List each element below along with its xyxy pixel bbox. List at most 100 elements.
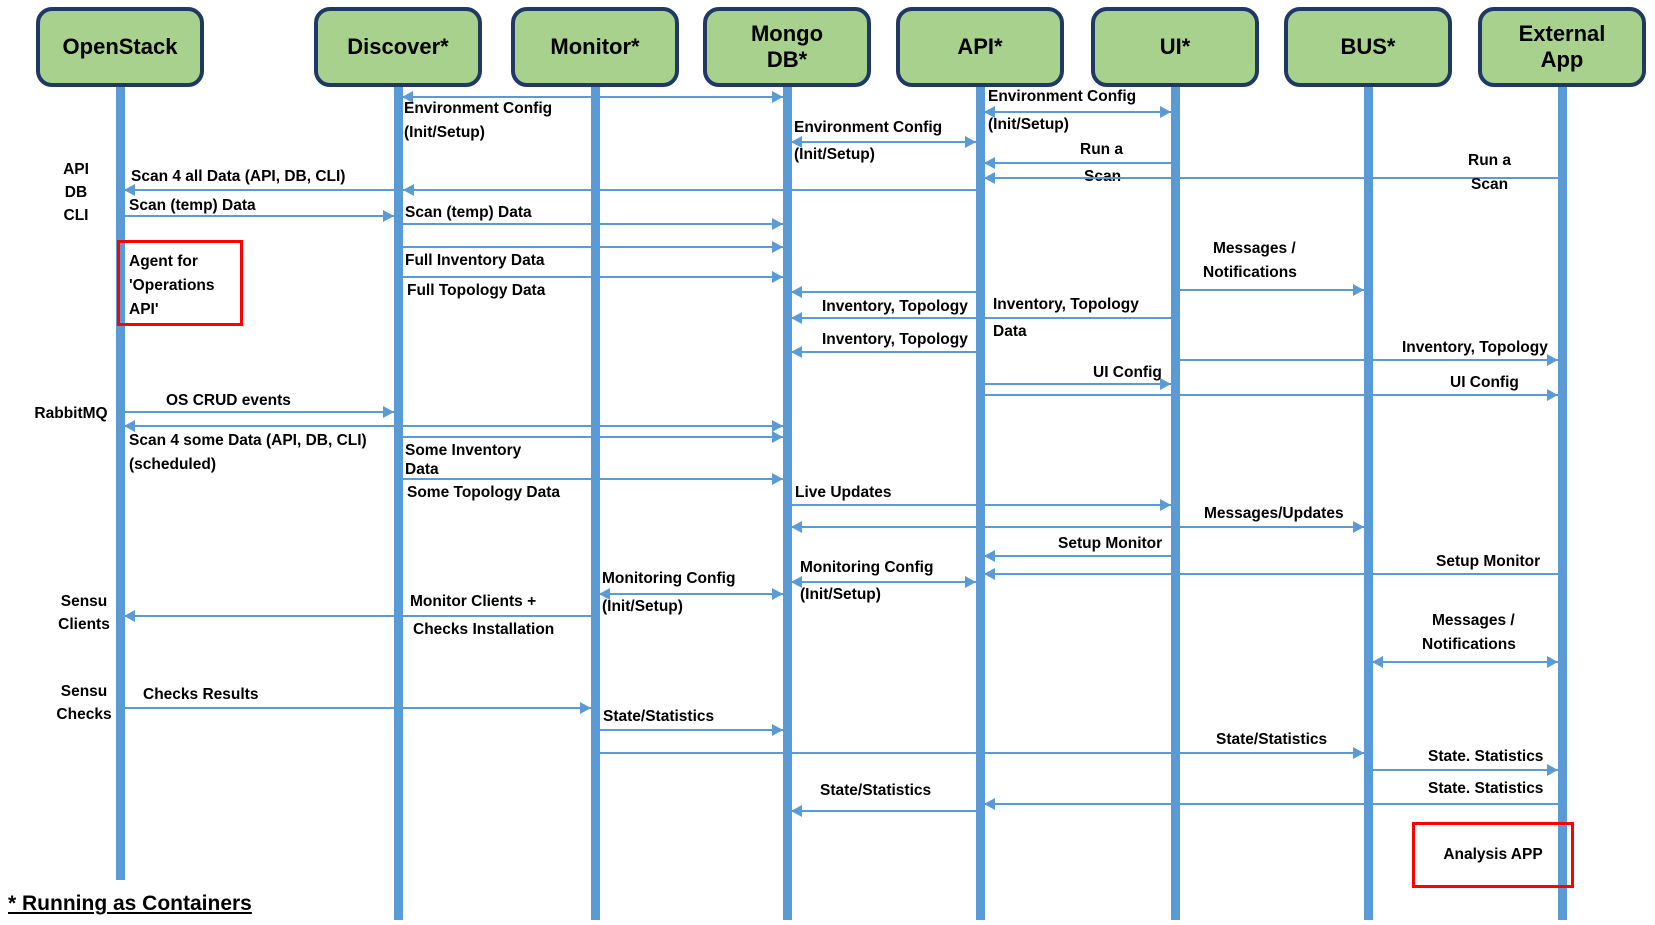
arrowhead-right-icon [1353, 284, 1364, 296]
some-topology-data-arrow [402, 478, 783, 480]
arrowhead-left-icon [124, 420, 135, 432]
live-updates-arrow [791, 504, 1171, 506]
run-a-scan-ui-api-arrow [984, 162, 1171, 164]
full-topology-data-arrow [402, 276, 783, 278]
ui-config-api-external-label: UI Config [1450, 374, 1519, 391]
lifeline-external [1557, 85, 1567, 920]
monitor-clients-checks-installation-label: Checks Installation [413, 621, 555, 638]
scan-4-all-data-label: Scan 4 all Data (API, DB, CLI) [131, 168, 346, 185]
monitoring-config-mongodb-api-label: Monitoring Config [800, 559, 934, 576]
actor-discover-label: Discover* [347, 34, 449, 59]
arrowhead-right-icon [1160, 106, 1171, 118]
side-label-api-db-cli-text: API [63, 161, 89, 178]
actor-ui-label: UI* [1159, 34, 1191, 59]
arrowhead-right-icon [1353, 521, 1364, 533]
arrowhead-left-icon [984, 157, 995, 169]
lifeline-monitor [590, 85, 600, 920]
actor-monitor: Monitor* [511, 7, 679, 87]
scan-temp-openstack-discover-arrow [124, 215, 394, 217]
scan-temp-openstack-discover-label: Scan (temp) Data [129, 197, 256, 214]
arrowhead-right-icon [772, 218, 783, 230]
some-inventory-data-label: Some Inventory [405, 442, 522, 459]
scan-4-some-data-scheduled-label: (scheduled) [129, 456, 216, 473]
ui-config-api-ui-label: UI Config [1093, 364, 1162, 381]
arrowhead-right-icon [1160, 499, 1171, 511]
side-label-sensu-clients-text: Sensu [60, 593, 108, 610]
checks-results-label: Checks Results [143, 686, 259, 703]
state-statistics-monitor-mongodb-arrow [599, 729, 783, 731]
scan-temp-discover-mongodb-label: Scan (temp) Data [405, 204, 532, 221]
env-config-api-ui-arrow [984, 111, 1171, 113]
state-statistics-api-mongodb-arrow [791, 810, 976, 812]
arrowhead-left-icon [791, 576, 802, 588]
lifeline-api [975, 85, 985, 920]
scan-temp-discover-mongodb-arrow [402, 223, 783, 225]
setup-monitor-external-api-label: Setup Monitor [1436, 553, 1541, 570]
arrowhead-left-icon [984, 798, 995, 810]
messages-notifications-bus-external-arrow [1372, 661, 1558, 663]
full-inventory-data-label: Full Inventory Data [405, 252, 545, 269]
state-statistics-bus-external-arrow [1372, 769, 1558, 771]
arrowhead-right-icon [965, 136, 976, 148]
arrowhead-right-icon [772, 431, 783, 443]
note-analysis-app: Analysis APP [1412, 822, 1574, 888]
full-inventory-data-arrow [402, 246, 783, 248]
arrowhead-left-icon [402, 91, 413, 103]
actor-ui: UI* [1091, 7, 1259, 87]
arrowhead-left-icon [791, 312, 802, 324]
actor-api: API* [896, 7, 1064, 87]
messages-updates-arrow [791, 526, 1364, 528]
setup-monitor-external-api-arrow [984, 573, 1558, 575]
actor-monitor-label: Monitor* [550, 34, 640, 59]
inventory-topology-api-mongodb-2-arrow [791, 351, 976, 353]
setup-monitor-ui-api-label: Setup Monitor [1058, 535, 1163, 552]
state-statistics-api-mongodb-label: State/Statistics [820, 782, 932, 799]
arrowhead-left-icon [599, 588, 610, 600]
some-topology-data-label: Some Topology Data [407, 484, 561, 501]
monitoring-config-mongodb-api-label: (Init/Setup) [800, 586, 881, 603]
actor-mongodb-label: DB* [766, 47, 808, 72]
some-inventory-data-label: Data [405, 461, 439, 478]
arrowhead-left-icon [124, 610, 135, 622]
state-statistics-monitor-bus-arrow [599, 752, 1364, 754]
footnote-running-as-containers: * Running as Containers [8, 892, 252, 915]
messages-updates-label: Messages/Updates [1204, 505, 1344, 522]
os-crud-events-arrow [124, 411, 394, 413]
actor-external-label: App [1540, 47, 1584, 72]
live-updates-label: Live Updates [795, 484, 892, 501]
monitoring-config-monitor-mongodb-label: (Init/Setup) [602, 598, 683, 615]
arrowhead-right-icon [772, 241, 783, 253]
lifeline-ui [1170, 85, 1180, 920]
arrowhead-left-icon [984, 106, 995, 118]
monitoring-config-monitor-mongodb-arrow [599, 593, 783, 595]
note-agent-operations-api-text: API' [129, 301, 159, 318]
env-config-discover-mongodb-label: Environment Config [404, 100, 553, 117]
side-label-sensu-checks-text: Sensu [60, 683, 108, 700]
lifeline-bus [1363, 85, 1373, 920]
inventory-topology-ui-external-label: Inventory, Topology [1402, 339, 1548, 356]
arrowhead-right-icon [772, 473, 783, 485]
arrowhead-right-icon [1547, 389, 1558, 401]
arrowhead-right-icon [1547, 764, 1558, 776]
actor-openstack: OpenStack [36, 7, 204, 87]
arrowhead-right-icon [772, 91, 783, 103]
arrowhead-left-icon [984, 550, 995, 562]
state-statistics-external-api-arrow [984, 803, 1558, 805]
actor-discover: Discover* [314, 7, 482, 87]
arrowhead-left-icon [124, 184, 135, 196]
note-agent-operations-api-text: Agent for [129, 253, 198, 270]
run-a-scan-external-api-arrow [984, 177, 1558, 179]
actor-external-label: External [1518, 21, 1606, 46]
state-statistics-external-api-label: State. Statistics [1428, 780, 1544, 797]
arrowhead-left-icon [791, 805, 802, 817]
run-a-scan-ui-api-label: Scan [1084, 167, 1121, 186]
os-crud-events-label: OS CRUD events [166, 392, 291, 409]
state-statistics-monitor-mongodb-label: State/Statistics [603, 708, 715, 725]
arrowhead-right-icon [383, 210, 394, 222]
env-config-mongodb-api-label: Environment Config [794, 119, 943, 136]
actor-mongodb-label: Mongo [750, 21, 824, 46]
some-inventory-data-arrow [402, 436, 783, 438]
